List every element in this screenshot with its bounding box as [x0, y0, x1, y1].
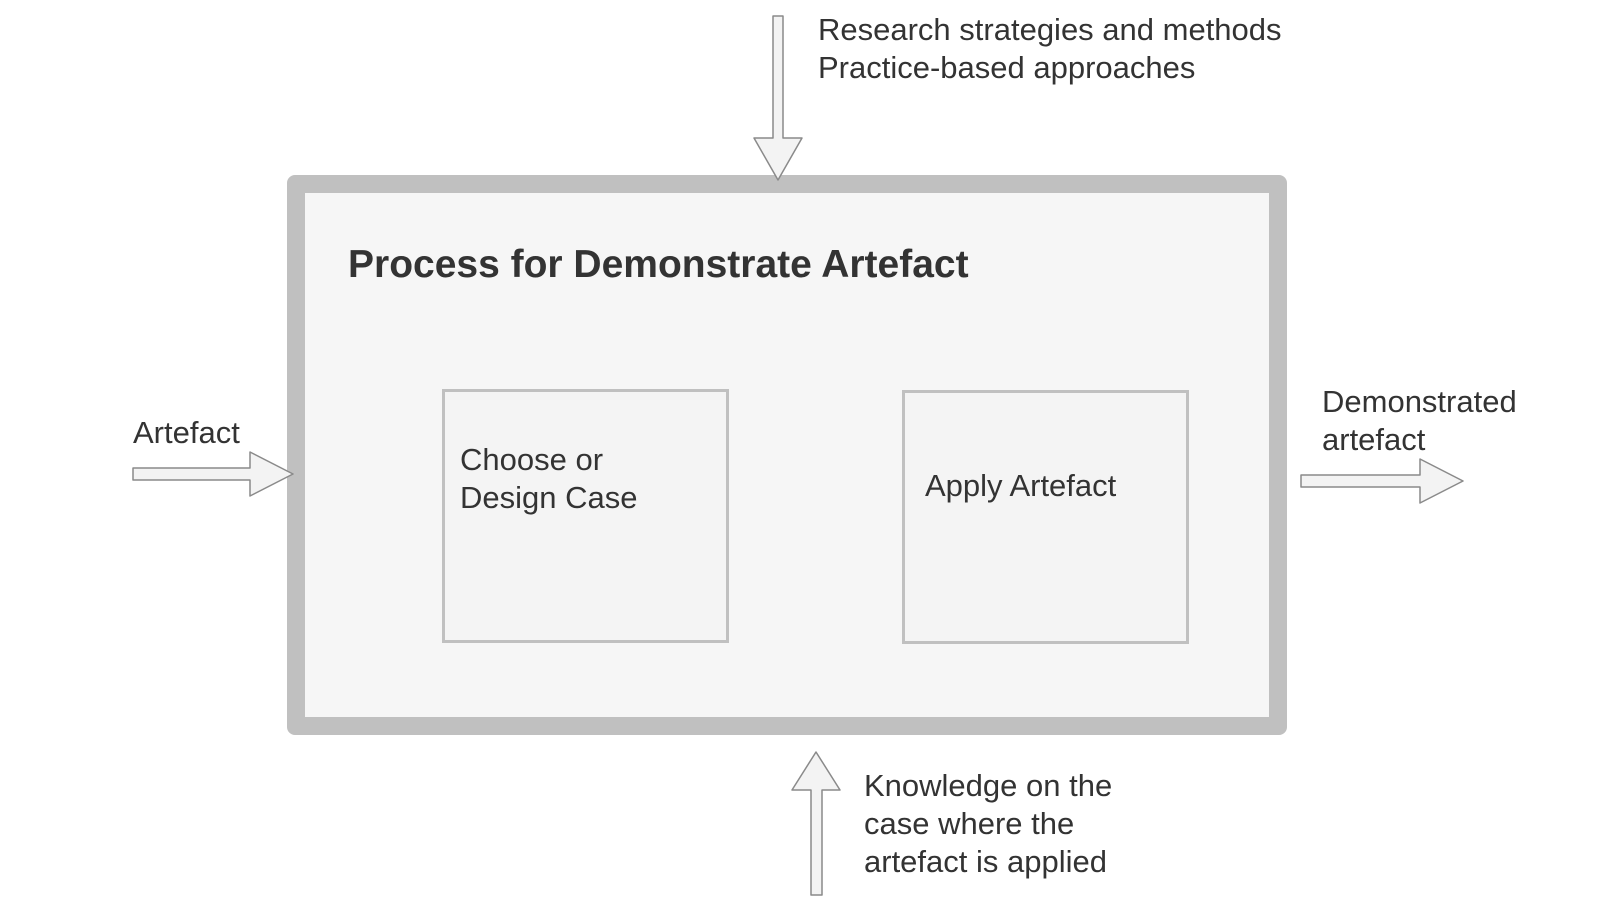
step-box-choose-design-case	[442, 389, 729, 643]
step-label-line: Design Case	[460, 480, 638, 515]
output-label: Demonstrated artefact	[1322, 383, 1517, 459]
output-label-line: artefact	[1322, 422, 1426, 457]
controls-label-line: Research strategies and methods	[818, 12, 1282, 47]
process-title: Process for Demonstrate Artefact	[348, 243, 969, 286]
input-arrow-icon	[132, 451, 294, 497]
step-label-choose-design-case: Choose or Design Case	[460, 441, 637, 517]
mechanism-arrow-icon	[791, 751, 841, 896]
controls-arrow-icon	[753, 15, 803, 181]
input-label: Artefact	[133, 415, 240, 450]
mechanism-label-line: case where the	[864, 806, 1075, 841]
mechanism-label-line: Knowledge on the	[864, 768, 1113, 803]
step-label-line: Choose or	[460, 442, 604, 477]
controls-label: Research strategies and methods Practice…	[818, 11, 1282, 87]
output-label-line: Demonstrated	[1322, 384, 1517, 419]
output-arrow-icon	[1300, 458, 1464, 504]
step-box-apply-artefact	[902, 390, 1189, 644]
controls-label-line: Practice-based approaches	[818, 50, 1196, 85]
step-label-apply-artefact: Apply Artefact	[925, 468, 1117, 503]
mechanism-label: Knowledge on the case where the artefact…	[864, 767, 1112, 881]
mechanism-label-line: artefact is applied	[864, 844, 1107, 879]
